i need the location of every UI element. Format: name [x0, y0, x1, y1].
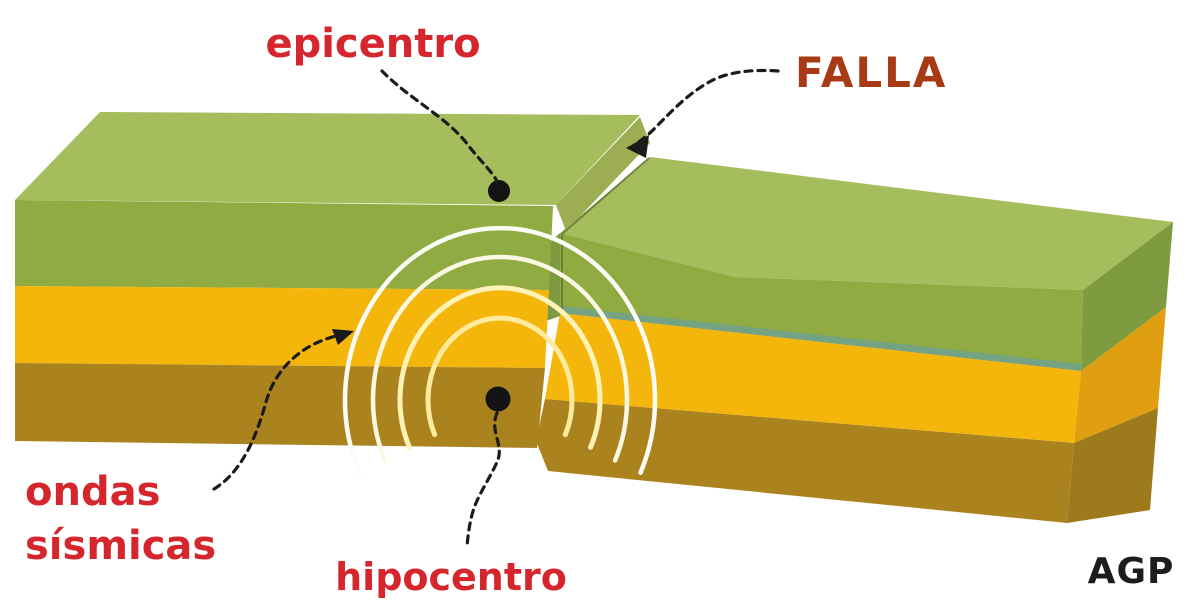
markers	[485, 180, 511, 412]
label-epicentro: epicentro	[265, 21, 480, 67]
right-block-teal-stripe	[560, 306, 1081, 371]
labels: epicentro FALLA ondas sísmicas hipocentr…	[25, 21, 1175, 599]
ondas-leader-line	[212, 334, 338, 491]
left-block	[15, 112, 640, 448]
seismic-wave-arc-2	[397, 285, 603, 450]
right-block-front-green-layer	[560, 233, 1083, 371]
right-block-side-yellow-layer	[1074, 307, 1166, 443]
label-ondas-line2: sísmicas	[25, 523, 216, 569]
hipocentro-leader-line	[465, 411, 501, 549]
right-block-side-brown-layer	[1067, 408, 1158, 523]
label-ondas-line1: ondas	[25, 469, 160, 515]
left-block-front-yellow-layer	[15, 286, 549, 368]
label-falla: FALLA	[795, 48, 947, 97]
hypocenter-point	[485, 386, 511, 412]
right-block	[536, 157, 1173, 523]
left-block-fault-face	[556, 117, 650, 231]
left-block-front-green-layer	[15, 200, 553, 290]
left-block-front-brown-layer	[15, 363, 545, 448]
right-block-top-face	[560, 157, 1173, 290]
leader-lines	[212, 68, 780, 549]
epicentro-leader-line	[380, 69, 500, 186]
epicenter-point	[488, 180, 510, 202]
right-block-front-yellow-layer	[545, 313, 1081, 443]
right-block-side-green-layer	[1081, 222, 1173, 371]
label-hipocentro: hipocentro	[335, 555, 567, 599]
seismic-wave-arc-1	[425, 315, 575, 438]
ondas-arrowhead-icon	[332, 329, 354, 345]
seismic-wave-arc-3	[370, 254, 630, 463]
right-block-front-brown-layer	[536, 399, 1074, 523]
signature-agp: AGP	[1088, 551, 1175, 592]
seismic-wave-arc-4	[342, 225, 658, 475]
seismic-waves	[342, 225, 658, 475]
fault-seam-line	[561, 157, 650, 314]
left-block-top-face	[15, 112, 640, 205]
falla-arrowhead-icon	[626, 135, 649, 158]
